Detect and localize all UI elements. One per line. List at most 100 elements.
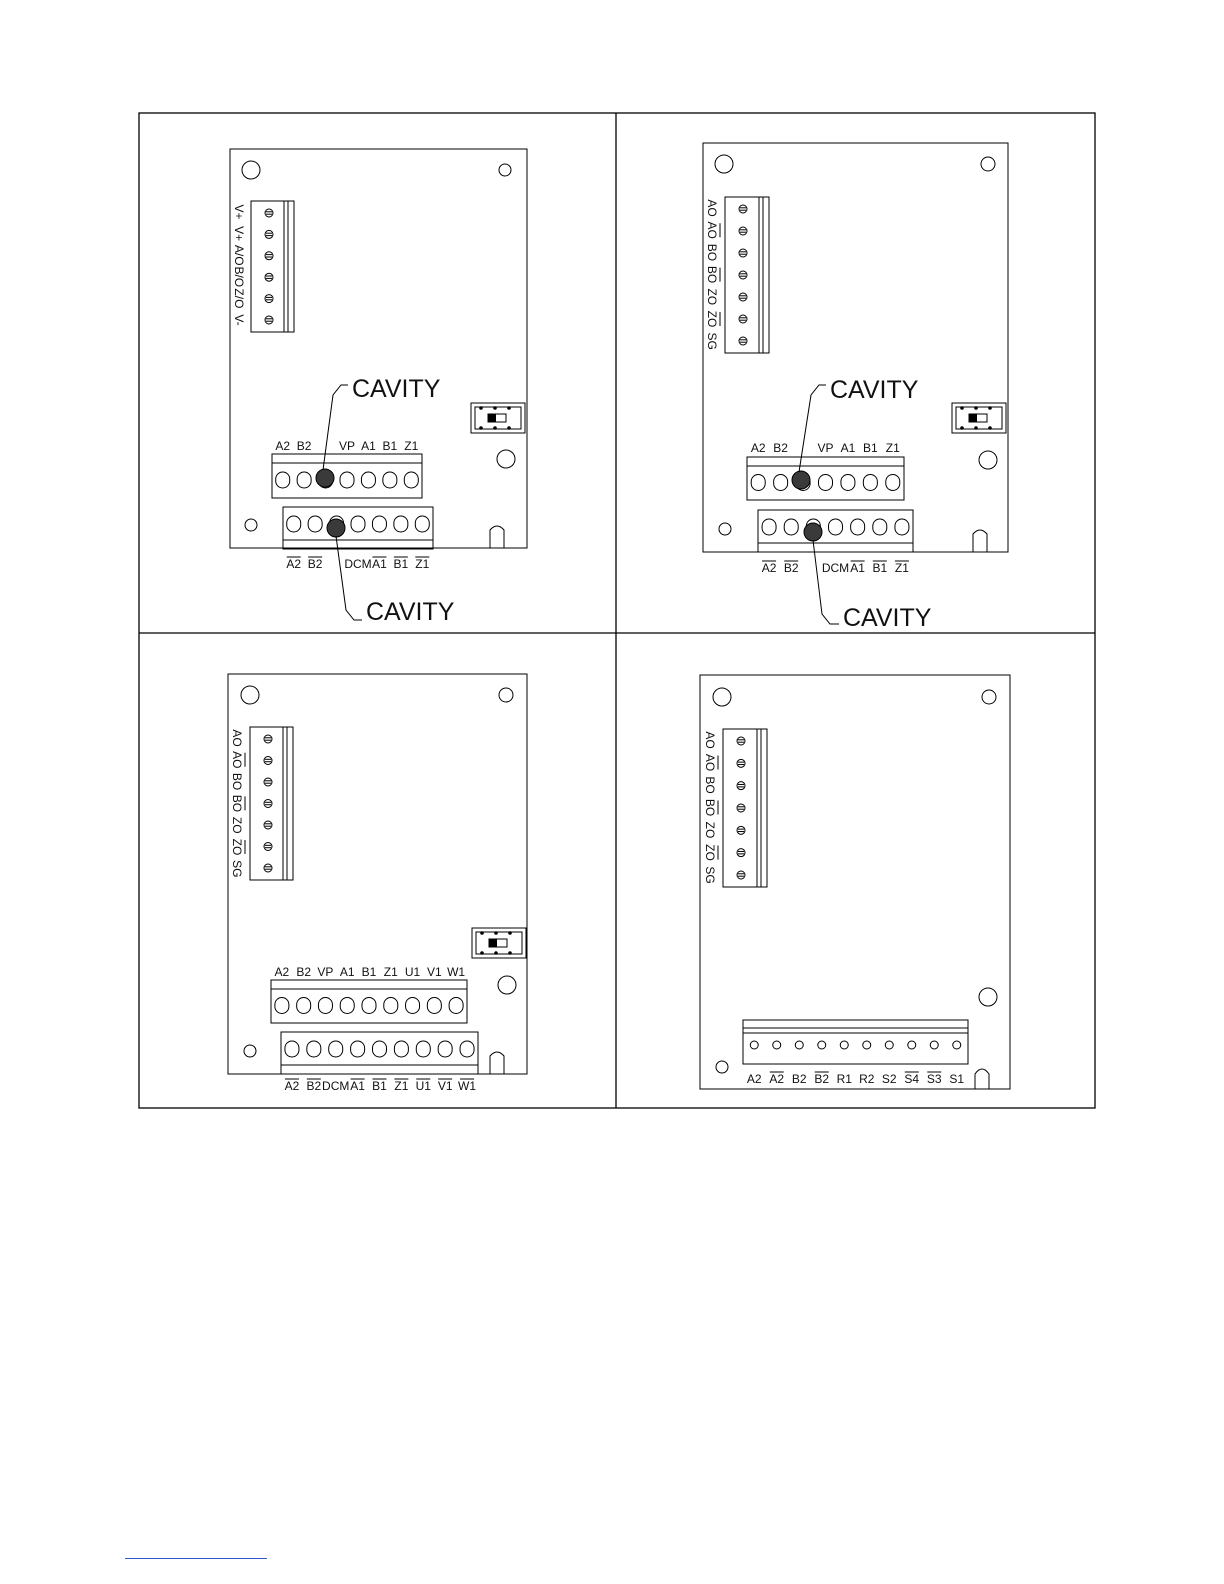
screw-terminal: [739, 315, 747, 323]
vertical-label-group: BO: [230, 795, 245, 812]
vertical-terminal-label: ZO: [230, 817, 244, 834]
vertical-terminal-label: AO: [705, 222, 719, 239]
screw-terminal: [264, 757, 272, 765]
mounting-hole: [713, 688, 731, 706]
screw-terminal: [264, 778, 272, 786]
horizontal-terminal-block: [758, 510, 913, 552]
mounting-hole: [244, 1045, 256, 1057]
terminal-label: B2: [773, 441, 788, 455]
terminal-slot: [394, 1041, 408, 1057]
terminal-slot: [404, 472, 418, 488]
screw-terminal: [264, 735, 272, 743]
terminal-point: [818, 1041, 826, 1049]
screw-terminal: [264, 864, 272, 872]
vertical-label-group: AO: [230, 751, 245, 768]
vertical-terminal-label: BO: [230, 773, 244, 790]
terminal-label: B1: [863, 441, 878, 455]
vertical-label-group: ZO: [705, 288, 719, 305]
terminal-slot: [449, 998, 463, 1014]
vertical-terminal-label: AO: [703, 731, 717, 748]
terminal-label: B1: [383, 439, 398, 453]
screw-terminal: [265, 252, 273, 260]
vertical-terminal-label: V+: [232, 226, 246, 241]
screw-terminal: [739, 271, 747, 279]
vertical-terminal-label: AO: [230, 729, 244, 746]
terminal-slot: [819, 475, 833, 491]
terminal-slot: [751, 475, 765, 491]
terminal-label: A1: [361, 439, 376, 453]
terminal-slot: [297, 472, 311, 488]
mounting-hole: [242, 161, 260, 179]
vertical-label-group: AO: [705, 222, 720, 239]
horizontal-terminal-block: [743, 1020, 968, 1064]
horizontal-terminal-block: [272, 454, 422, 498]
terminal-point: [953, 1041, 961, 1049]
terminal-point: [885, 1041, 893, 1049]
vertical-label-group: BO: [705, 266, 720, 283]
vertical-terminal-label: V-: [232, 314, 246, 325]
terminal-slot: [873, 519, 887, 535]
terminal-label: B2: [306, 1079, 321, 1093]
terminal-point: [840, 1041, 848, 1049]
vertical-terminal-label: A/O: [232, 245, 246, 266]
terminal-slot: [340, 998, 354, 1014]
mounting-hole: [982, 690, 996, 704]
screw-terminal: [739, 205, 747, 213]
terminal-slot: [351, 516, 365, 532]
terminal-label: Z1: [384, 965, 398, 979]
vertical-terminal-label: AO: [705, 199, 719, 216]
terminal-label: W1: [458, 1079, 476, 1093]
terminal-label: A1: [841, 441, 856, 455]
horizontal-terminal-block: [271, 980, 467, 1023]
terminal-slot: [829, 519, 843, 535]
terminal-label: S1: [949, 1072, 964, 1086]
terminal-label: A2: [751, 441, 766, 455]
terminal-slot: [406, 998, 420, 1014]
screw-terminal: [737, 826, 745, 834]
vertical-terminal-label: ZO: [703, 844, 717, 861]
terminal-label: Z1: [404, 439, 418, 453]
terminal-label: A2: [762, 561, 777, 575]
vertical-label-group: AO: [703, 731, 717, 748]
board-outline: [703, 143, 1008, 552]
cavity-leader: [323, 385, 348, 470]
terminal-label: A1: [850, 561, 865, 575]
vertical-terminal-label: B/O: [232, 266, 246, 287]
screw-terminal: [737, 759, 745, 767]
terminal-label: A1: [372, 557, 387, 571]
terminal-label: B2: [784, 561, 799, 575]
mounting-hole: [979, 988, 997, 1006]
cavity-label: CAVITY: [366, 598, 455, 626]
terminal-slot: [851, 519, 865, 535]
terminal-point: [863, 1041, 871, 1049]
horizontal-terminal-block: [747, 457, 904, 500]
terminal-label: V1: [427, 965, 442, 979]
terminal-label: Z1: [886, 441, 900, 455]
vertical-label-group: SG: [705, 333, 719, 350]
cavity-marker: [804, 523, 822, 541]
board-outline: [230, 149, 527, 548]
vertical-terminal-label: AO: [703, 754, 717, 771]
terminal-label: Z1: [895, 561, 909, 575]
terminal-label: R1: [837, 1072, 853, 1086]
terminal-label: DCM: [344, 557, 371, 571]
screw-terminal: [264, 843, 272, 851]
terminal-label: B1: [372, 1079, 387, 1093]
terminal-label: A2: [286, 557, 301, 571]
table-frame: [139, 113, 1095, 1108]
mounting-hole: [241, 686, 259, 704]
vertical-terminal-label: ZO: [705, 311, 719, 328]
cavity-marker: [316, 469, 334, 487]
screw-terminal: [264, 821, 272, 829]
terminal-label: B2: [814, 1072, 829, 1086]
terminal-label: Z1: [394, 1079, 408, 1093]
terminal-slot: [351, 1041, 365, 1057]
terminal-slot: [394, 516, 408, 532]
terminal-slot: [329, 1041, 343, 1057]
vertical-label-group: AO: [703, 754, 718, 771]
footer-rule: [125, 1558, 267, 1559]
board-notch: [973, 530, 987, 552]
terminal-label: DCM: [322, 1079, 349, 1093]
